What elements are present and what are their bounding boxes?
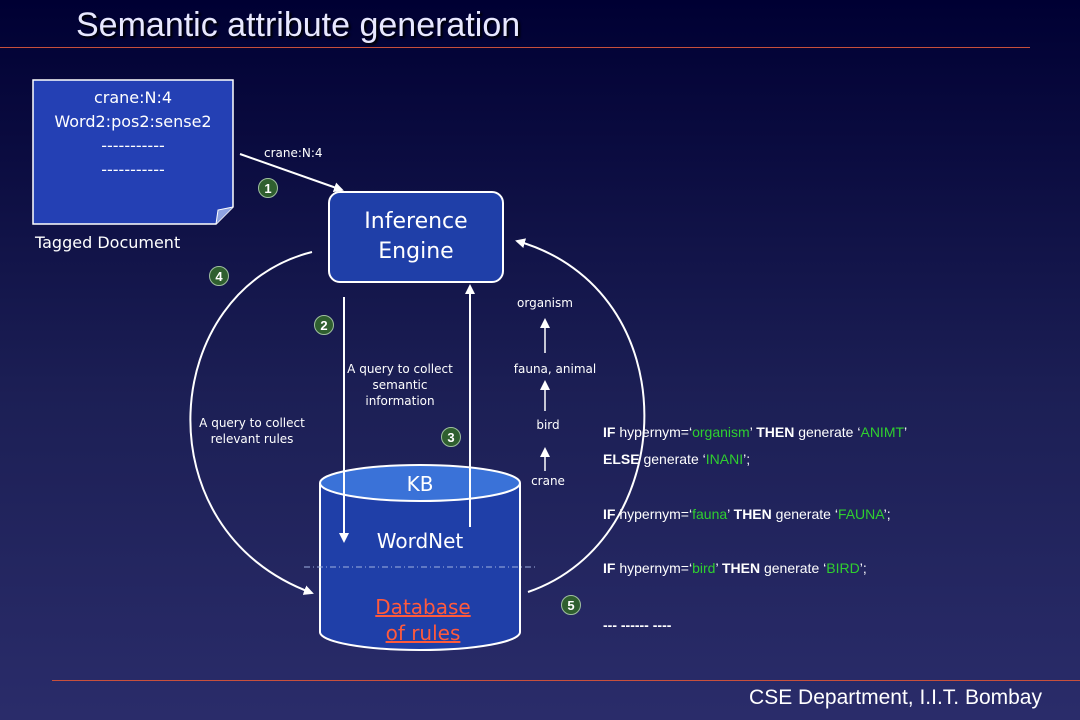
doc-line: ----------- (101, 160, 165, 179)
rule-text: ’; (859, 560, 867, 576)
rule-text: generate ‘ (771, 506, 838, 522)
kb-label: KB (406, 472, 434, 496)
engine-label-line2: Engine (378, 239, 454, 264)
step-badge-2: 2 (314, 315, 334, 335)
rule-text: hypernym=‘ (615, 506, 693, 522)
tagged-document-content: crane:N:4 Word2:pos2:sense2 ----------- … (33, 86, 233, 182)
doc-line: crane:N:4 (93, 88, 173, 107)
wordnet-label: WordNet (376, 529, 464, 553)
rule-value: FAUNA (837, 506, 884, 522)
rule-1: IF hypernym=‘organism’ THEN generate ‘AN… (603, 424, 907, 440)
rule-text: ’; (743, 451, 751, 467)
rules-db-line2: of rules (385, 621, 461, 645)
doc-line: ----------- (101, 136, 165, 155)
rule-keyword: THEN (756, 424, 795, 440)
rule-keyword: ELSE (603, 451, 640, 467)
rules-query-arc (189, 251, 314, 595)
semantic-query-line1: A query to collect (347, 362, 453, 376)
rule-text: ’ (715, 560, 722, 576)
footer-text: CSE Department, I.I.T. Bombay (749, 686, 1042, 709)
slide-title: Semantic attribute generation (76, 6, 521, 44)
document-fold (215, 206, 234, 225)
engine-label-line1: Inference (364, 209, 468, 234)
footer-rule (52, 680, 1080, 681)
rule-value: ANIMT (860, 424, 905, 440)
rule-keyword: IF (603, 424, 616, 440)
rule-value: INANI (705, 451, 744, 467)
rules-query-line2: relevant rules (210, 432, 294, 446)
rule-text: hypernym=‘ (615, 424, 693, 440)
rule-text: generate ‘ (760, 560, 827, 576)
hierarchy-organism: organism (517, 296, 573, 310)
semantic-query-label: A query to collect semantic information (332, 361, 468, 409)
rule-ellipsis: --- ------ ---- (603, 617, 672, 633)
rule-keyword: THEN (733, 506, 772, 522)
input-label: crane:N:4 (264, 146, 323, 160)
doc-line: Word2:pos2:sense2 (54, 112, 212, 131)
rule-value: fauna (692, 506, 728, 522)
hierarchy-crane: crane (531, 474, 565, 488)
rule-keyword: THEN (721, 560, 761, 576)
semantic-query-line2: semantic (372, 378, 428, 392)
input-arrow (239, 153, 344, 193)
document-caption: Tagged Document (35, 233, 181, 252)
rule-text: generate ‘ (794, 424, 861, 440)
rules-db-line1: Database (375, 595, 471, 619)
hierarchy-fauna: fauna, animal (513, 362, 597, 376)
rule-text: ’ (749, 424, 757, 440)
step-badge-4: 4 (209, 266, 229, 286)
step-badge-3: 3 (441, 427, 461, 447)
rule-text: ’ (904, 424, 908, 440)
hierarchy-bird: bird (536, 418, 560, 432)
rules-query-label: A query to collect relevant rules (182, 415, 322, 447)
rule-value: organism (692, 424, 750, 440)
rule-keyword: IF (603, 506, 616, 522)
rules-database-label: Database of rules (340, 594, 506, 646)
rules-return-arc (515, 238, 646, 593)
rules-query-line1: A query to collect (199, 416, 305, 430)
rule-1-else: ELSE generate ‘INANI’; (603, 451, 750, 467)
rule-value: bird (692, 560, 716, 576)
title-underline (0, 47, 1030, 48)
rule-3: IF hypernym=‘bird’ THEN generate ‘BIRD’; (603, 560, 867, 576)
step-badge-5: 5 (561, 595, 581, 615)
rule-value: BIRD (826, 560, 860, 576)
rule-2: IF hypernym=‘fauna’ THEN generate ‘FAUNA… (603, 506, 891, 522)
rule-text: generate ‘ (639, 451, 706, 467)
inference-engine-box: Inference Engine (328, 191, 504, 283)
rule-text: ’; (883, 506, 891, 522)
step-badge-1: 1 (258, 178, 278, 198)
rule-keyword: IF (603, 560, 616, 576)
rule-text: hypernym=‘ (615, 560, 693, 576)
rule-text: ’ (727, 506, 734, 522)
semantic-query-line3: information (365, 394, 435, 408)
